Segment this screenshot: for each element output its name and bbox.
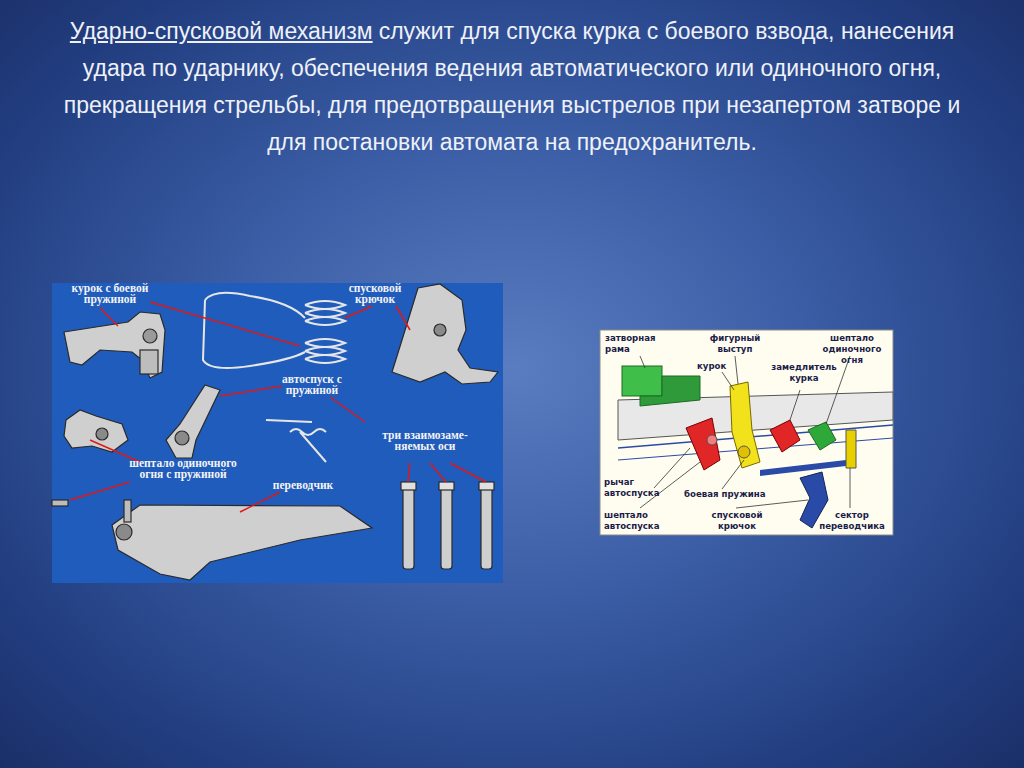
slide-title: Ударно-спусковой механизм: [70, 18, 373, 44]
schematic-leaders: [640, 356, 850, 508]
parts: [52, 284, 498, 580]
part-label: замедлитель курка: [764, 362, 844, 384]
part-label: шептало одиночного огня: [812, 333, 892, 366]
parts-panel: [52, 283, 503, 583]
schematic: [618, 366, 893, 528]
part-label: рычаг автоспуска: [604, 477, 660, 499]
part-label: спусковой крючок: [338, 283, 412, 305]
part-label: шептало автоспуска: [604, 510, 678, 532]
part-label: спусковой крючок: [704, 510, 770, 532]
part-label: затворная рама: [605, 333, 669, 355]
part-label: переводчик: [258, 480, 348, 491]
part-label: курок: [697, 361, 737, 372]
schematic-panel: [600, 330, 893, 535]
leader-lines: [70, 302, 486, 512]
part-label: шептало одиночного огня с пружиной: [122, 458, 244, 480]
heading: Ударно-спусковой механизмслужит для спус…: [52, 13, 972, 161]
part-label: автоспуск с пружиной: [266, 374, 358, 396]
part-label: сектор переводчика: [812, 510, 892, 532]
part-label: три взаимозаме-няемых оси: [366, 430, 484, 452]
part-label: боевая пружина: [684, 489, 768, 500]
part-label: фигурный выступ: [706, 333, 764, 355]
part-label: курок с боевой пружиной: [56, 283, 164, 305]
